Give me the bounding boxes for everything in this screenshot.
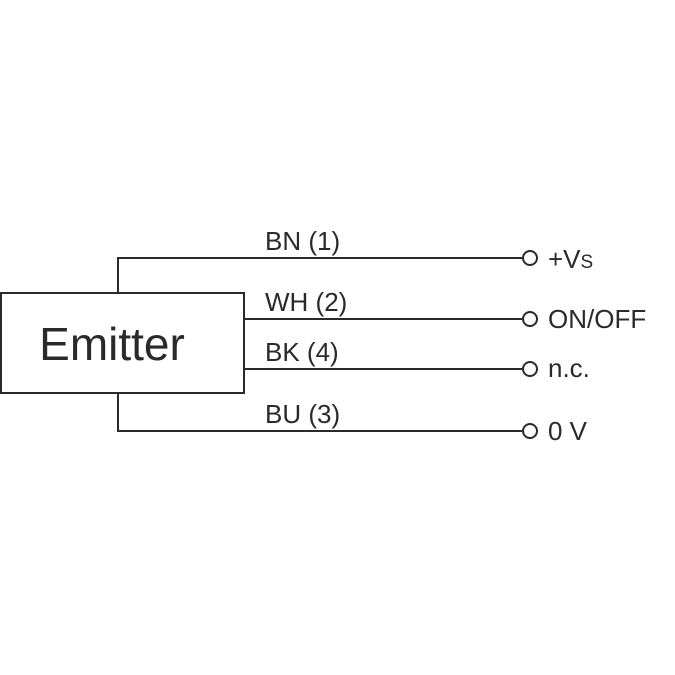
emitter-label: Emitter [39,318,185,370]
wire-label-bk: BK (4) [265,337,339,367]
wire-label-bn: BN (1) [265,226,340,256]
terminal-on-off [522,311,538,327]
wire-bn [117,257,522,293]
terminal-label-on-off: ON/OFF [548,304,646,334]
terminal-vs [522,250,538,266]
terminal-label-0v: 0 V [548,416,588,446]
terminal-0v [522,423,538,439]
terminal-label-nc: n.c. [548,353,590,383]
wire-label-bu: BU (3) [265,399,340,429]
terminal-label-vs: +VS [548,244,593,274]
wire-label-wh: WH (2) [265,287,347,317]
emitter-box [0,292,245,394]
terminal-nc [522,361,538,377]
wire-bu [117,393,522,432]
